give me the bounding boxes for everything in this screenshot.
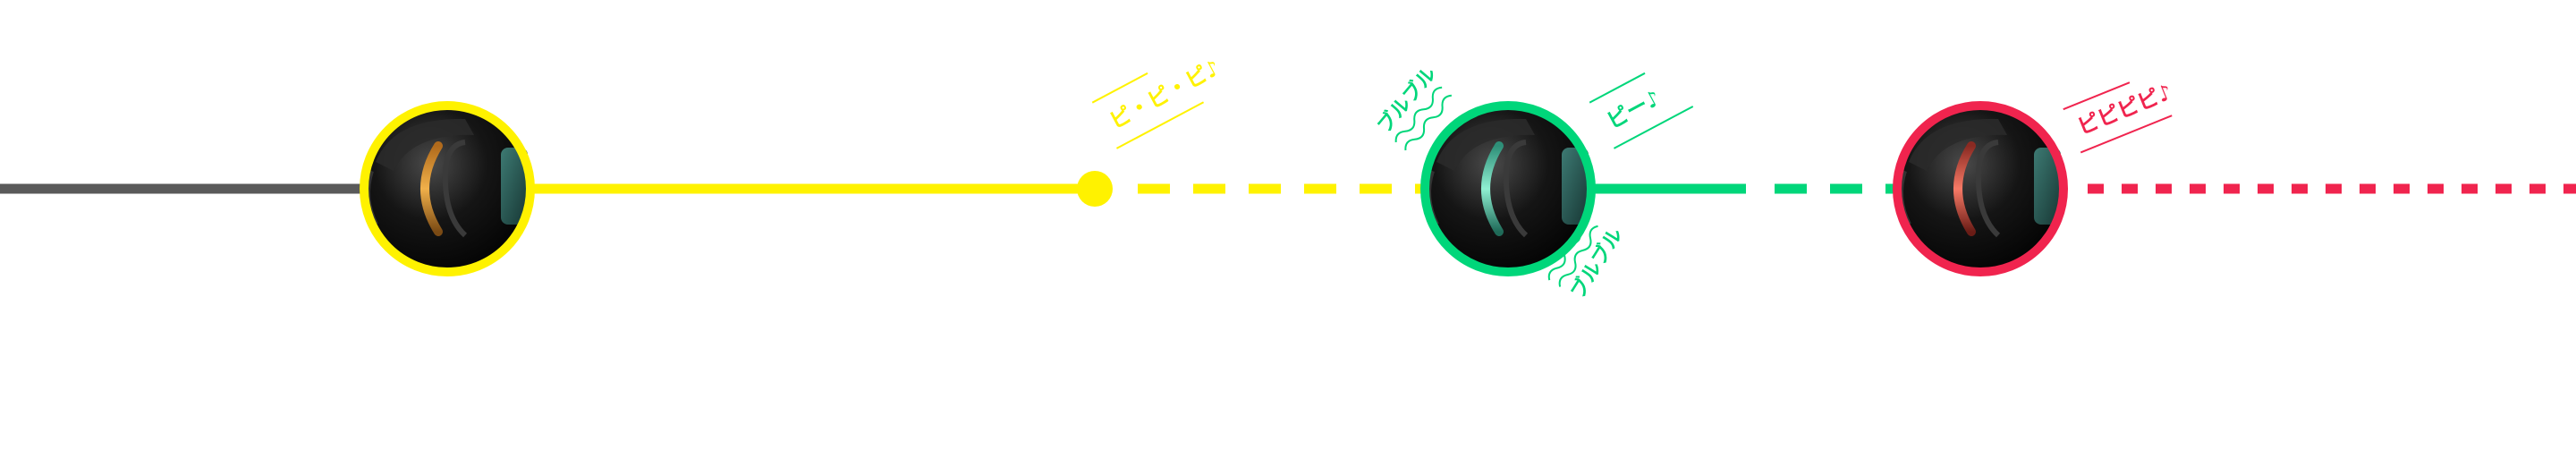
vibration-wave-icon [1404,94,1453,151]
red-beep-label: ピピピピ♪ [2063,80,2176,154]
device-yellow [360,101,535,276]
device-red [1893,101,2068,276]
vibration-wave-icon [1394,86,1443,143]
vibration-wave-icon [1558,225,1598,287]
vibration-top-text: ブルブル [1373,63,1441,138]
yellow-beep-label: ピ・ピ・ピ♪ [1091,55,1224,149]
vibration-wave-icon [1547,218,1588,281]
timeline-point-icon [1077,171,1113,207]
green-beep-label: ピー♪ [1589,72,1694,149]
timeline-lines [0,171,2576,207]
red-beep-text: ピピピピ♪ [2074,80,2176,140]
device-green [1420,101,1596,276]
